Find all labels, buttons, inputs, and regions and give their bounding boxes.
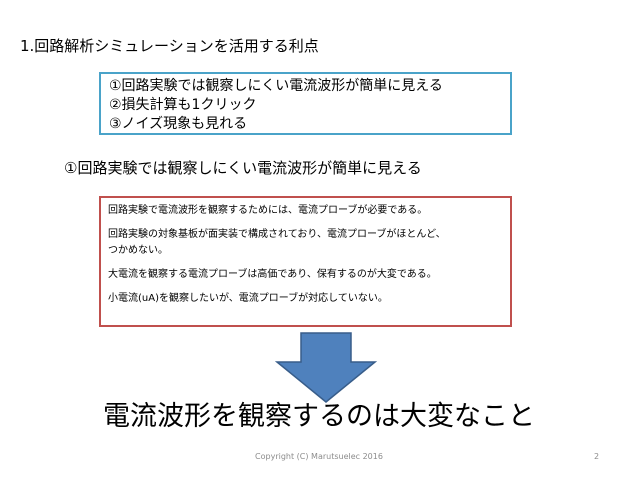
page-number: 2 (594, 452, 600, 461)
explanation-paragraph-4: 小電流(uA)を観察したいが、電流プローブが対応していない。 (108, 291, 510, 307)
section-heading: ①回路実験では観察しにくい電流波形が簡単に見える (64, 159, 422, 177)
explanation-paragraph-2: 回路実験の対象基板が面実装で構成されており、電流プローブがほとんど、 つかめない… (108, 227, 510, 259)
explanation-line: 回路実験の対象基板が面実装で構成されており、電流プローブがほとんど、 (108, 229, 446, 240)
benefit-item-1: ①回路実験では観察しにくい電流波形が簡単に見える (109, 78, 443, 94)
copyright-footer: Copyright (C) Marutsuelec 2016 (255, 452, 383, 461)
explanation-paragraph-3: 大電流を観察する電流プローブは高価であり、保有するのが大変である。 (108, 267, 510, 283)
explanation-paragraph-1: 回路実験で電流波形を観察するためには、電流プローブが必要である。 (108, 203, 510, 219)
benefit-item-3: ③ノイズ現象も見れる (109, 116, 248, 132)
explanation-line: 回路実験で電流波形を観察するためには、電流プローブが必要である。 (108, 205, 428, 216)
conclusion-text: 電流波形を観察するのは大変なこと (103, 401, 535, 432)
down-arrow-icon (275, 332, 377, 403)
explanation-box: 回路実験で電流波形を観察するためには、電流プローブが必要である。 回路実験の対象… (99, 196, 512, 327)
down-arrow-shape (275, 332, 377, 403)
explanation-line: 大電流を観察する電流プローブは高価であり、保有するのが大変である。 (108, 269, 437, 280)
benefit-item-2: ②損失計算も1クリック (109, 97, 257, 113)
slide-title: 1.回路解析シミュレーションを活用する利点 (20, 37, 319, 55)
benefits-box: ①回路実験では観察しにくい電流波形が簡単に見える ②損失計算も1クリック ③ノイ… (99, 72, 512, 135)
explanation-line: 小電流(uA)を観察したいが、電流プローブが対応していない。 (108, 293, 388, 304)
explanation-line: つかめない。 (108, 245, 168, 256)
